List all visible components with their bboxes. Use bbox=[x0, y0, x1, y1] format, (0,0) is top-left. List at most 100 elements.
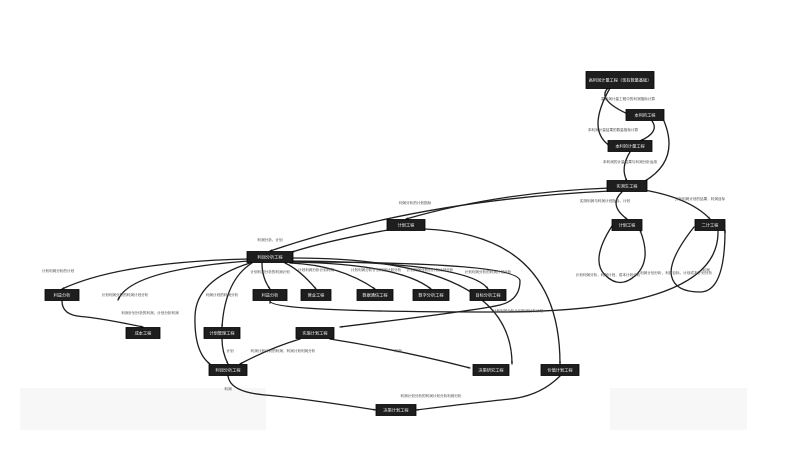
node-label-r6: 目标分析工程 bbox=[475, 292, 501, 299]
node-box-f bbox=[611, 219, 643, 231]
node-label-c: 本利的计量工程 bbox=[615, 143, 645, 150]
node-r1[interactable]: 利益分析 bbox=[44, 289, 80, 301]
node-f[interactable]: 计划工程 bbox=[611, 219, 643, 231]
edge-label-hub-to-r5: 计划利润分析的计划计划分析 bbox=[407, 267, 454, 272]
node-box-t1 bbox=[208, 364, 248, 376]
node-box-r5 bbox=[412, 289, 450, 301]
arrow-head-t3-to-bottom bbox=[416, 408, 419, 411]
node-label-t3: 价值计划工程 bbox=[547, 367, 573, 374]
arrow-head-hub-to-t2 bbox=[510, 361, 514, 364]
node-label-s2: 计划管理工程 bbox=[209, 330, 235, 337]
edge-s3-to-t1 bbox=[239, 338, 301, 365]
node-label-hub: 利润分析工程 bbox=[257, 254, 283, 261]
node-box-t2 bbox=[472, 364, 510, 376]
node-label-t1: 利润分析工程 bbox=[215, 367, 241, 374]
node-c[interactable]: 本利的计量工程 bbox=[607, 140, 653, 152]
arrow-head-hub-to-t1 bbox=[207, 361, 210, 364]
edge-label-d-to-g: 分析利润计划的结果，利润目标 bbox=[675, 196, 726, 201]
node-label-e: 计划工程 bbox=[398, 222, 416, 229]
node-r6[interactable]: 目标分析工程 bbox=[469, 289, 507, 301]
edge-label-f-to-r1: 计划利润分析，利润计划，成本计划分析 bbox=[576, 272, 641, 277]
node-s3[interactable]: 实施计划工程 bbox=[295, 327, 335, 339]
edge-g-to-r1 bbox=[670, 226, 726, 293]
node-bottom[interactable]: 决策计划工程 bbox=[375, 404, 417, 416]
edge-r1-to-t2 bbox=[61, 300, 144, 328]
node-top[interactable]: 高利润计量工程（现有数量基础） bbox=[585, 71, 655, 89]
edge-e-to-t3 bbox=[424, 228, 561, 365]
edge-label-d-to-e: 利润分析的计划指标 bbox=[399, 200, 432, 205]
node-box-hub bbox=[246, 251, 294, 263]
node-label-r5: 数字分析工程 bbox=[418, 292, 444, 299]
node-box-r4 bbox=[356, 289, 394, 301]
node-label-f: 计划工程 bbox=[619, 222, 637, 229]
arrow-head-hub-to-s3 bbox=[340, 325, 343, 328]
node-box-t3 bbox=[540, 364, 580, 376]
edge-label-s2-to-t1: 计划 bbox=[226, 348, 234, 353]
edge-e-to-hub bbox=[291, 229, 389, 253]
edge-label-hub-to-r6: 计划利润分析的利润计划分析 bbox=[465, 269, 512, 274]
edge-label-c-to-d: 本利润的计量结果与利润分析运用 bbox=[603, 159, 657, 164]
node-g[interactable]: 二计工程 bbox=[694, 219, 726, 231]
edge-d-to-e bbox=[405, 187, 611, 220]
edge-b-to-d bbox=[644, 120, 670, 182]
arrow-head-s2-to-t1 bbox=[225, 361, 228, 364]
edge-label-hub-to-s1: 计划利润分析的利润计划分析 bbox=[102, 292, 149, 297]
node-box-b bbox=[625, 109, 665, 121]
node-hub[interactable]: 利润分析工程 bbox=[246, 251, 294, 263]
node-t1[interactable]: 利润分析工程 bbox=[208, 364, 248, 376]
node-box-s1 bbox=[125, 327, 161, 339]
edge-label-hub-to-r2: 计划利润分析的利润计划 bbox=[250, 269, 290, 274]
edge-label-e-to-hub: 利润分析，计划 bbox=[257, 237, 283, 242]
edge-hub-to-t1 bbox=[194, 262, 251, 365]
arrow-head-s3-to-t2 bbox=[467, 366, 470, 369]
node-box-r6 bbox=[469, 289, 507, 301]
node-t2[interactable]: 决策研究工程 bbox=[472, 364, 510, 376]
arrow-head-t1-to-bottom bbox=[373, 408, 376, 411]
node-label-r2: 利益分析 bbox=[262, 292, 279, 299]
node-e[interactable]: 计划工程 bbox=[386, 219, 426, 231]
edge-label-s3-to-t1: 利润计划分析的利润，利润计划利润分析 bbox=[251, 348, 316, 353]
arrow-head-hub-to-r3 bbox=[313, 286, 316, 289]
node-box-bottom bbox=[375, 404, 417, 416]
edge-b-to-c bbox=[639, 120, 655, 142]
arrow-head-d-to-hub bbox=[270, 249, 273, 252]
node-r5[interactable]: 数字分析工程 bbox=[412, 289, 450, 301]
arrow-head-g-to-r2 bbox=[268, 301, 272, 304]
edge-d-to-hub bbox=[269, 190, 611, 252]
node-box-top bbox=[585, 71, 655, 89]
edge-hub-to-r5 bbox=[291, 261, 432, 290]
node-t3[interactable]: 价值计划工程 bbox=[540, 364, 580, 376]
edges-layer bbox=[61, 87, 727, 411]
edge-s3-to-t2 bbox=[329, 338, 471, 369]
edge-label-d-to-f: 实测利润与利润计划指标，计划 bbox=[580, 198, 631, 203]
node-s1[interactable]: 成本工程 bbox=[125, 327, 161, 339]
edge-label-hub-to-r1: 计划利润分析的计划 bbox=[42, 268, 75, 273]
arrow-head-hub-to-s1 bbox=[117, 297, 120, 300]
node-r4[interactable]: 数据通信工程 bbox=[356, 289, 394, 301]
edge-hub-to-s1 bbox=[117, 260, 249, 301]
node-label-b: 本利的工程 bbox=[635, 112, 657, 119]
node-box-r1 bbox=[44, 289, 80, 301]
arrow-head-r1-to-t2 bbox=[140, 325, 143, 328]
edge-label-hub-to-r4: 计划利润分析计划利润计划分析 bbox=[351, 267, 402, 272]
edge-c-to-d bbox=[623, 151, 631, 182]
node-label-r4: 数据通信工程 bbox=[362, 292, 388, 299]
arrow-head-hub-to-r4 bbox=[372, 286, 375, 289]
edge-hub-to-s3 bbox=[291, 261, 521, 328]
node-d[interactable]: 实测生工程 bbox=[606, 180, 648, 192]
arrow-head-hub-to-s2 bbox=[221, 324, 224, 327]
node-s2[interactable]: 计划管理工程 bbox=[203, 327, 241, 339]
edge-label-hub-to-s3: 计划利润分析计划利润分析计划 bbox=[493, 308, 544, 313]
edge-label-g-to-r2: 利润 bbox=[702, 267, 710, 272]
node-r2[interactable]: 利益分析 bbox=[252, 289, 288, 301]
node-label-r3: 营业工程 bbox=[308, 292, 326, 299]
arrow-head-s3-to-t1 bbox=[240, 361, 243, 364]
node-b[interactable]: 本利的工程 bbox=[625, 109, 665, 121]
node-label-r1: 利益分析 bbox=[54, 292, 71, 299]
edge-hub-to-r1 bbox=[61, 258, 249, 290]
edge-label-b-to-c: 本利润计量结果的数量指标计算 bbox=[588, 127, 639, 132]
node-label-s3: 实施计划工程 bbox=[302, 330, 328, 337]
edge-hub-to-s2 bbox=[221, 262, 253, 328]
node-r3[interactable]: 营业工程 bbox=[300, 289, 332, 301]
